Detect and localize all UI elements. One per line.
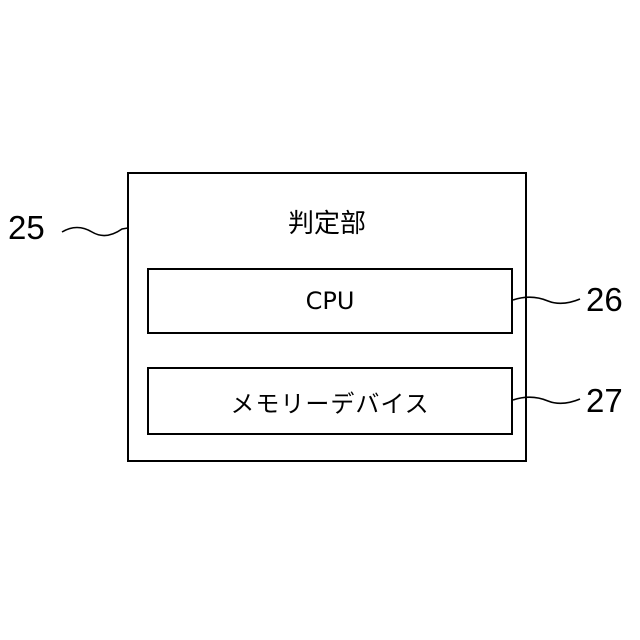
ref-number-26: 26 (586, 282, 623, 318)
cpu-label: CPU (306, 287, 355, 315)
leader-line-25 (62, 228, 128, 236)
memory-device-label: メモリーデバイス (230, 384, 429, 419)
cpu-block: CPU (147, 268, 513, 334)
ref-number-25: 25 (8, 210, 45, 246)
memory-device-block: メモリーデバイス (147, 367, 513, 435)
judgment-unit-label: 判定部 (129, 204, 525, 244)
ref-number-27: 27 (586, 383, 623, 419)
